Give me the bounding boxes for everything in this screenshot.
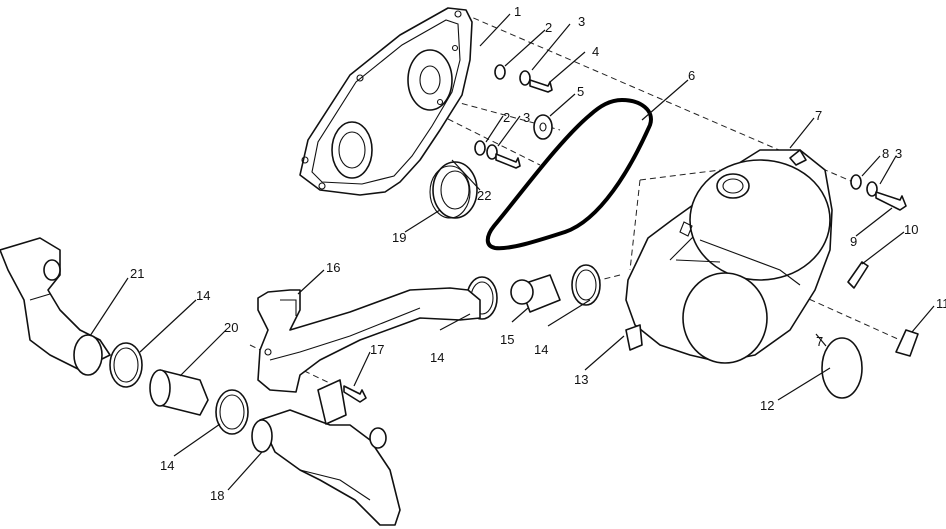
callout-14: 14 [430, 350, 444, 365]
washer-bolt-right [850, 174, 907, 211]
spacer-washer [533, 114, 553, 140]
callout-22: 22 [477, 188, 491, 203]
callout-8: 8 [882, 146, 889, 161]
callout-18: 18 [210, 488, 224, 503]
callout-14: 14 [196, 288, 210, 303]
hose-clamp-d [215, 389, 249, 435]
callout-21: 21 [130, 266, 144, 281]
intake-duct [257, 287, 481, 393]
callout-7: 7 [815, 108, 822, 123]
coupler-sleeve [510, 274, 561, 313]
callout-15: 15 [500, 332, 514, 347]
outer-clutch-cover [625, 149, 833, 364]
lower-duct [251, 379, 401, 526]
hose-clamp-b [571, 264, 601, 306]
callout-12: 12 [760, 398, 774, 413]
callout-1: 1 [514, 4, 521, 19]
callout-2: 2 [503, 110, 510, 125]
callout-labels: 1 2 3 4 5 6 2 3 7 8 3 9 10 11 7 12 13 14… [130, 4, 946, 503]
callout-3: 3 [895, 146, 902, 161]
callout-19: 19 [392, 230, 406, 245]
drive-belt [485, 97, 653, 251]
inner-cover-plate [299, 7, 473, 196]
callout-11: 11 [936, 296, 946, 311]
callout-5: 5 [577, 84, 584, 99]
decal-strip [847, 261, 869, 289]
spacer-washer-hole [539, 122, 547, 132]
callout-2: 2 [545, 20, 552, 35]
callout-6: 6 [688, 68, 695, 83]
washer-bolt-upper [494, 64, 553, 93]
rubber-boot [149, 369, 209, 416]
callout-14: 14 [534, 342, 548, 357]
screw [343, 385, 367, 403]
decal-disc [821, 337, 863, 399]
callout-3: 3 [578, 14, 585, 29]
callout-4: 4 [592, 44, 599, 59]
callout-14: 14 [160, 458, 174, 473]
decal-tag [895, 329, 919, 357]
leader-lines [89, 13, 935, 491]
callout-10: 10 [904, 222, 918, 237]
callout-9: 9 [850, 234, 857, 249]
callout-13: 13 [574, 372, 588, 387]
air-intake-elbow [0, 237, 111, 376]
callout-20: 20 [224, 320, 238, 335]
callout-16: 16 [326, 260, 340, 275]
callout-3: 3 [523, 110, 530, 125]
seal [429, 161, 478, 219]
washer-bolt-lower [474, 140, 521, 169]
callout-17: 17 [370, 342, 384, 357]
hose-clamp-c [109, 342, 143, 388]
callout-7: 7 [816, 334, 823, 349]
